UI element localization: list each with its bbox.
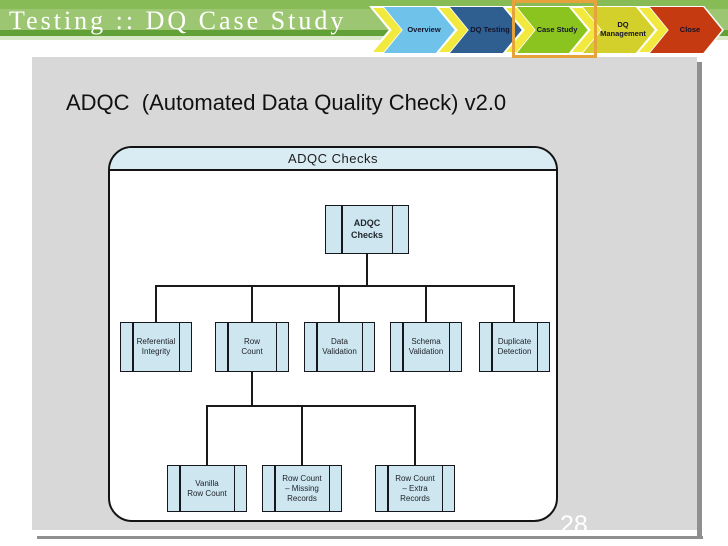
- node-label: Row Count: [241, 337, 263, 356]
- connector-line: [251, 285, 253, 322]
- node-side-line: [341, 206, 343, 253]
- node-side-line: [361, 323, 363, 371]
- nav-item-close[interactable]: Close: [635, 6, 724, 54]
- node-label: Data Validation: [322, 337, 357, 356]
- node-side-line: [132, 323, 134, 371]
- diagram-node-referential-integrity: Referential Integrity: [120, 322, 192, 372]
- node-side-line: [233, 466, 235, 511]
- diagram-node-row-count: Row Count: [215, 322, 289, 372]
- diagram-node-data-validation: Data Validation: [304, 322, 375, 372]
- nav-item-label: Case Study: [536, 24, 578, 34]
- page-title: Testing :: DQ Case Study: [9, 6, 347, 35]
- page-number: 28: [560, 511, 588, 539]
- panel-shadow-bottom: [37, 536, 703, 539]
- node-label: Row Count – Extra Records: [395, 473, 435, 503]
- slide-title: ADQC (Automated Data Quality Check) v2.0: [66, 90, 507, 115]
- node-label: Row Count – Missing Records: [282, 473, 322, 503]
- connector-line: [156, 285, 515, 287]
- nav-item-dq-testing[interactable]: DQ Testing: [435, 6, 524, 54]
- nav-item-label: DQ Testing: [470, 24, 510, 34]
- diagram-node-row-count-missing-records: Row Count – Missing Records: [262, 465, 342, 512]
- adqc-diagram-panel: ADQC Checks ADQC Checks Referential Inte…: [108, 146, 558, 522]
- diagram-node-schema-validation: Schema Validation: [390, 322, 462, 372]
- connector-line: [301, 405, 303, 465]
- nav-item-label: DQ Management: [600, 20, 646, 38]
- node-side-line: [387, 466, 389, 511]
- connector-line: [366, 254, 368, 285]
- diagram-title: ADQC Checks: [110, 148, 556, 171]
- connector-line: [414, 405, 416, 465]
- nav-item-label: Overview: [407, 24, 441, 34]
- node-side-line: [316, 323, 318, 371]
- node-side-line: [441, 466, 443, 511]
- connector-line: [206, 405, 416, 407]
- connector-line: [155, 285, 157, 322]
- connector-line: [425, 285, 427, 322]
- node-side-line: [402, 323, 404, 371]
- node-label: Vanilla Row Count: [187, 478, 227, 498]
- node-side-line: [274, 466, 276, 511]
- node-side-line: [275, 323, 277, 371]
- diagram-node-duplicate-detection: Duplicate Detection: [479, 322, 550, 372]
- node-label: Referential Integrity: [136, 337, 176, 356]
- diagram-node-vanilla-row-count: Vanilla Row Count: [167, 465, 247, 512]
- node-side-line: [448, 323, 450, 371]
- node-side-line: [227, 323, 229, 371]
- node-label: Schema Validation: [408, 337, 444, 356]
- node-side-line: [178, 323, 180, 371]
- node-label: Duplicate Detection: [497, 337, 532, 356]
- connector-line: [338, 285, 340, 322]
- diagram-node-row-count-extra-records: Row Count – Extra Records: [375, 465, 455, 512]
- connector-line: [513, 285, 515, 322]
- nav-item-label: Close: [679, 24, 701, 34]
- node-side-line: [491, 323, 493, 371]
- connector-line: [206, 405, 208, 465]
- node-side-line: [328, 466, 330, 511]
- node-side-line: [391, 206, 393, 253]
- diagram-node-adqc-checks: ADQC Checks: [325, 205, 409, 254]
- node-label: ADQC Checks: [350, 218, 384, 240]
- connector-line: [251, 372, 253, 405]
- node-side-line: [179, 466, 181, 511]
- active-nav-highlight-border: [512, 0, 597, 58]
- node-side-line: [536, 323, 538, 371]
- panel-shadow-right: [697, 62, 702, 538]
